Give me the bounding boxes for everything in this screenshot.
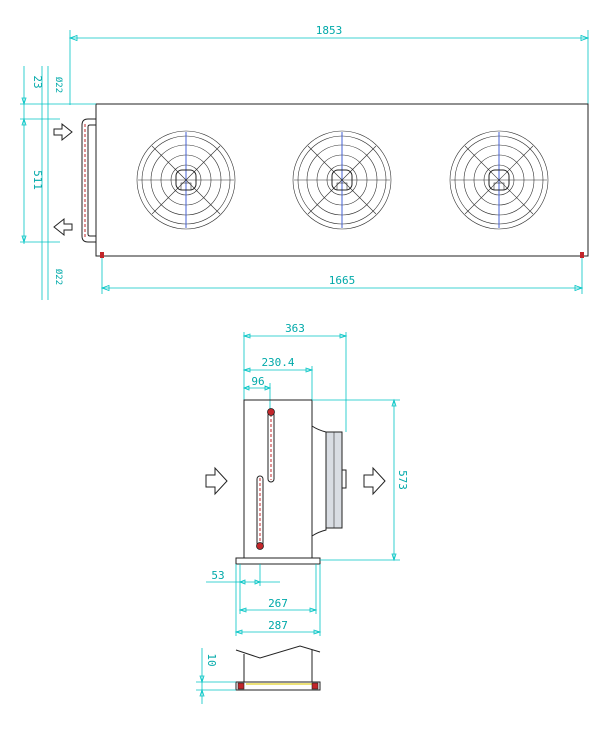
- unit-body-top: [95, 103, 589, 257]
- top-view: 1853: [20, 24, 590, 300]
- detail-view: 10: [196, 645, 321, 704]
- fan-shroud: [311, 425, 327, 537]
- dim-foot-outer-text: 287: [268, 619, 288, 632]
- dim-foot-inner-text: 267: [268, 597, 288, 610]
- dim-foot-offset-text: 53: [211, 569, 224, 582]
- airflow-in-arrow-icon: [205, 466, 228, 496]
- fan-left: [136, 130, 236, 230]
- fan-right: [449, 130, 549, 230]
- dim-side-bottom-stack: 53 267 287: [206, 564, 322, 636]
- break-line: [235, 645, 321, 659]
- dim-overall-length-text: 1853: [316, 24, 343, 37]
- dim-foot-spacing-text: 1665: [329, 274, 356, 287]
- dim-pipe-in-diameter-text: Ø22: [53, 77, 64, 93]
- dim-foot-spacing: 1665: [100, 258, 584, 294]
- dim-fan-offset-text: 230.4: [261, 356, 294, 369]
- dim-height: 573: [312, 398, 409, 562]
- foot-right-marker: [580, 252, 584, 258]
- dim-side-top-stack: 363 230.4 96: [242, 322, 348, 432]
- outlet-arrow-icon: [53, 217, 73, 237]
- dim-height-text: 573: [396, 470, 409, 490]
- motor-hub-side: [341, 469, 347, 489]
- side-view: 363 230.4 96: [205, 322, 409, 636]
- fan-middle: [292, 130, 392, 230]
- bolt-left: [237, 682, 245, 690]
- pipe-side-lower: [256, 475, 264, 550]
- dim-left-stack: 23 Ø22 511 Ø22: [20, 66, 96, 300]
- unit-casing-side: [243, 399, 313, 559]
- dim-pipe-offset-text: 96: [251, 375, 264, 388]
- foot-left-marker: [100, 252, 104, 258]
- dim-foot-thickness-text: 10: [205, 653, 218, 666]
- dim-foot-thickness: 10: [196, 648, 236, 704]
- dim-pipe-spacing-text: 511: [31, 170, 44, 190]
- dim-pipe-out-diameter-text: Ø22: [53, 269, 64, 285]
- inlet-arrow-icon: [53, 122, 73, 142]
- dim-overall-length: 1853: [68, 24, 590, 105]
- base-plate-detail: [235, 681, 321, 691]
- airflow-out-arrow-icon: [363, 466, 386, 496]
- pipe-side-upper: [267, 408, 275, 483]
- base-plate: [235, 557, 321, 565]
- bolt-right: [311, 682, 319, 690]
- dim-pipe-top-offset-text: 23: [31, 75, 44, 88]
- dim-total-depth-text: 363: [285, 322, 305, 335]
- refrigerant-pipe-loop: [81, 118, 96, 243]
